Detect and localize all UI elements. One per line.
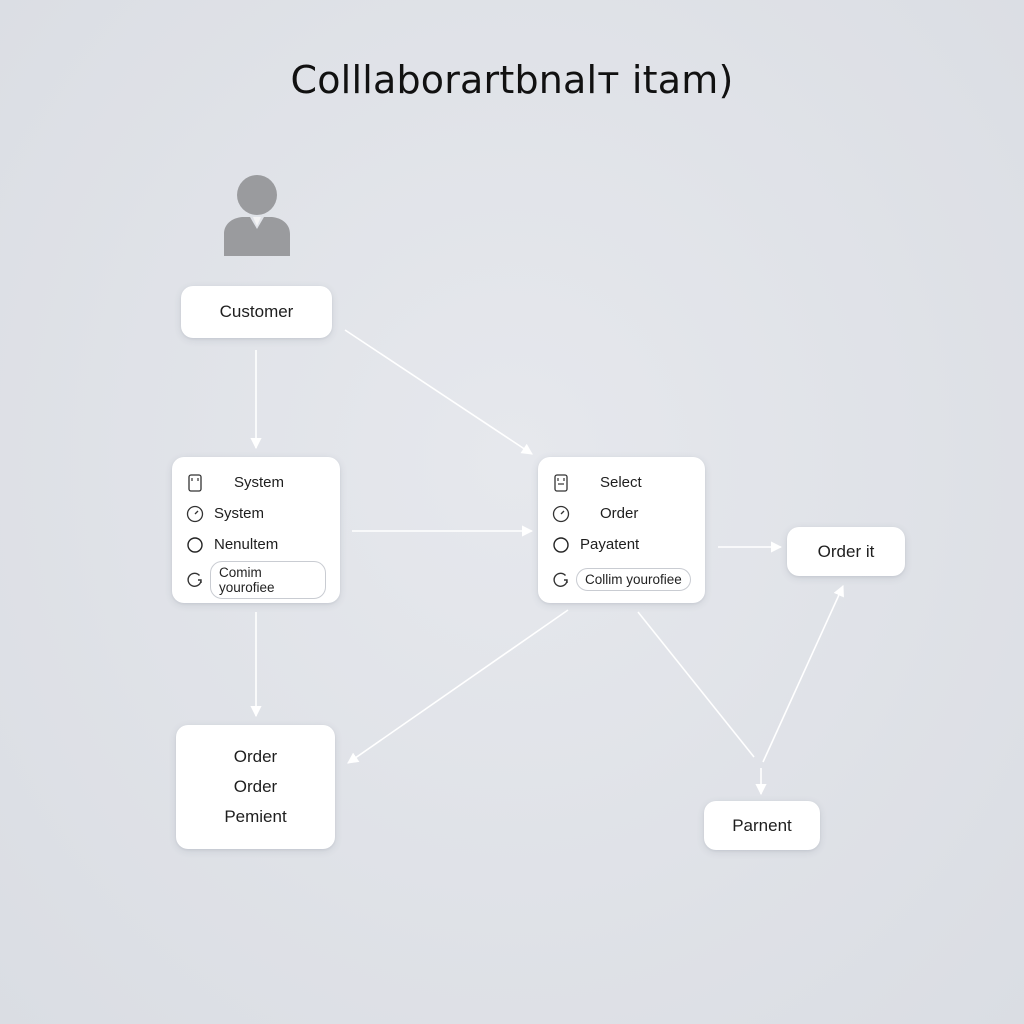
select-panel-row-4-label: Collim yourofiee (576, 568, 691, 591)
select-panel-row-4[interactable]: Collim yourofiee (552, 564, 691, 595)
refresh-icon (552, 571, 570, 589)
arrow-select-to-order-stack (347, 609, 569, 764)
clock-icon (552, 505, 570, 523)
order-stack-line-2: Order (233, 777, 278, 796)
radio-icon (552, 536, 570, 554)
select-panel-row-1[interactable]: Select (552, 467, 691, 498)
order-it-label: Order it (817, 541, 875, 561)
select-panel-row-1-label: Select (600, 474, 642, 491)
select-panel-row-2[interactable]: Order (552, 498, 691, 529)
select-panel-row-2-label: Order (600, 505, 639, 522)
clock-icon (186, 505, 204, 523)
person-icon (222, 174, 292, 258)
system-panel-row-4[interactable]: Comim yourofiee (186, 560, 326, 599)
system-panel-row-2-label: System (214, 505, 265, 522)
radio-icon (186, 536, 204, 554)
system-panel-row-3[interactable]: Nenultem (186, 529, 326, 560)
device-icon (186, 473, 204, 492)
payment-label: Parnent (732, 815, 792, 835)
order-stack-line-1: Order (233, 747, 278, 766)
diagram-title: Colllaborartbnalт itam) (290, 58, 734, 102)
system-panel-row-3-label: Nenultem (214, 536, 279, 553)
arrow-payment-to-order-it (762, 584, 844, 763)
arrow-customer-to-select (344, 329, 533, 455)
line-select-to-payment (637, 611, 755, 758)
device-icon (552, 473, 570, 492)
select-panel-row-3-label: Payatent (580, 536, 640, 553)
select-panel[interactable]: Select Order Payatent Collim yourofiee (538, 457, 705, 603)
order-it-node[interactable]: Order it (787, 527, 905, 576)
system-panel-row-1[interactable]: System (186, 467, 326, 498)
system-panel-row-2[interactable]: System (186, 498, 326, 529)
select-panel-row-3[interactable]: Payatent (552, 529, 691, 560)
customer-node[interactable]: Customer (181, 286, 332, 338)
order-stack-line-3: Pemient (224, 807, 287, 826)
payment-node[interactable]: Parnent (704, 801, 820, 850)
system-panel-row-4-label: Comim yourofiee (210, 560, 326, 599)
system-panel-row-1-label: System (234, 474, 285, 491)
refresh-icon (186, 571, 204, 589)
order-stack-node[interactable]: Order Order Pemient (176, 725, 335, 849)
system-panel[interactable]: System System Nenultem Comim yourofiee (172, 457, 340, 603)
customer-label: Customer (219, 302, 294, 321)
